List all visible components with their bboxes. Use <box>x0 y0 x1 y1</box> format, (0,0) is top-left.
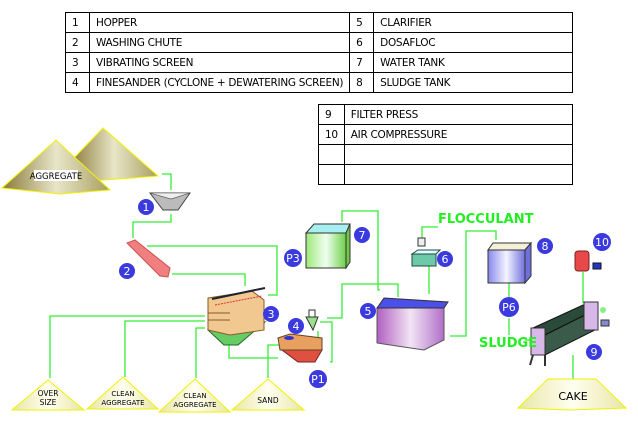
table-row <box>318 164 574 185</box>
cell <box>343 164 574 185</box>
cell: AIR COMPRESSURE <box>343 124 574 145</box>
badge-9: 9 <box>586 344 602 360</box>
aggregate-label: AGGREGATE <box>30 172 82 182</box>
table-row <box>318 144 574 165</box>
badge-p1: P1 <box>309 370 327 388</box>
svg-text:6: 6 <box>442 253 449 266</box>
clean-aggregate-pile-2: CLEAN AGGREGATE <box>157 378 232 413</box>
aggregate-pile: AGGREGATE <box>0 127 160 195</box>
cell: FINESANDER (CYCLONE + DEWATERING SCREEN) <box>88 72 351 93</box>
badge-6: 6 <box>437 251 453 267</box>
svg-text:1: 1 <box>143 201 150 214</box>
svg-text:7: 7 <box>359 229 366 242</box>
dosafloc-icon <box>410 237 442 267</box>
svg-text:5: 5 <box>365 305 372 318</box>
pile-label: CLEAN <box>111 390 134 398</box>
badge-7: 7 <box>354 227 370 243</box>
badge-p6: P6 <box>499 297 519 317</box>
badge-4: 4 <box>288 318 304 334</box>
pile-label: OVER <box>38 389 59 398</box>
cell: VIBRATING SCREEN <box>88 52 351 73</box>
badge-8: 8 <box>537 238 553 254</box>
badge-p3: P3 <box>284 249 302 267</box>
badge-5: 5 <box>360 303 376 319</box>
water-tank-icon <box>304 223 351 270</box>
filter-press-icon <box>529 301 610 366</box>
pile-label: SIZE <box>40 398 57 407</box>
finesander-icon <box>277 309 323 363</box>
aggregate-label-bg <box>34 170 78 181</box>
oversize-pile: OVER SIZE <box>10 379 86 411</box>
pile-label: CAKE <box>558 390 587 403</box>
svg-text:P1: P1 <box>311 373 325 386</box>
clean-aggregate-pile-1: CLEAN AGGREGATE <box>85 376 160 410</box>
svg-text:P3: P3 <box>286 252 300 265</box>
pile-label: AGGREGATE <box>101 399 144 407</box>
flocculant-label: FLOCCULANT <box>438 212 534 227</box>
pile-label: CLEAN <box>183 392 206 400</box>
cell: WATER TANK <box>373 52 573 73</box>
svg-text:P6: P6 <box>502 301 516 314</box>
cell: SLUDGE TANK <box>373 72 573 93</box>
pile-label: SAND <box>257 396 279 405</box>
air-compressor-icon <box>574 250 602 272</box>
svg-text:10: 10 <box>595 236 609 249</box>
pile-label: AGGREGATE <box>173 401 216 409</box>
badges: 1 2 3 4 5 6 7 8 9 10 P1 P3 P6 <box>119 199 611 388</box>
badge-2: 2 <box>119 263 135 279</box>
hopper-top <box>149 192 191 200</box>
sludge-tank-icon <box>487 241 533 285</box>
badge-1: 1 <box>138 199 154 215</box>
cake-pile: CAKE <box>516 378 628 411</box>
washing-chute-icon <box>126 239 171 278</box>
svg-text:2: 2 <box>124 265 131 278</box>
svg-text:4: 4 <box>293 320 300 333</box>
svg-text:8: 8 <box>542 240 549 253</box>
badge-3: 3 <box>263 306 279 322</box>
clarifier-icon <box>376 297 449 351</box>
vibrating-screen-icon <box>206 287 267 346</box>
cell: 8 <box>349 72 375 93</box>
sludge-label: SLUDGE <box>479 336 537 351</box>
sand-pile: SAND <box>230 378 306 411</box>
svg-text:9: 9 <box>591 346 598 359</box>
badge-10: 10 <box>593 233 611 251</box>
svg-text:3: 3 <box>268 308 275 321</box>
